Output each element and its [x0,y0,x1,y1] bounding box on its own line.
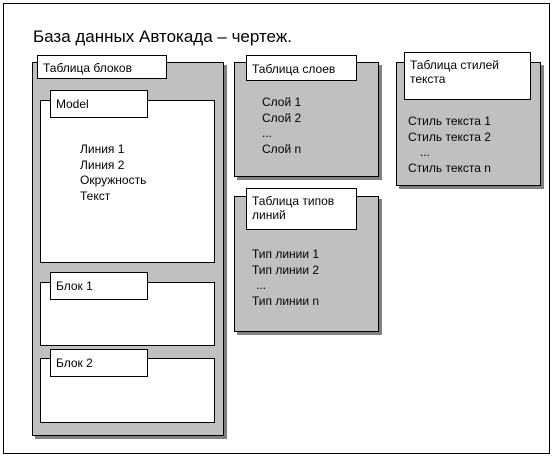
layer-item: ... [262,126,273,140]
block1-block-label: Блок 1 [50,272,148,300]
block-table-label: Таблица блоков [37,55,167,79]
textstyle-item: Стиль текста 1 [408,114,491,128]
linetype-item: ... [256,278,267,292]
block2-block-label: Блок 2 [50,349,148,377]
model-item: Текст [80,188,111,203]
textstyle-item: Стиль текста n [408,160,491,175]
layer-item-list: Слой 1 Слой 2 ... Слой n [262,95,301,157]
model-block-label: Model [50,90,148,118]
layer-item: Слой 2 [262,110,302,125]
layer-item: Слой n [262,141,302,156]
textstyle-item-list: Стиль текста 1 Стиль текста 2 ... Стиль … [408,114,491,176]
model-item: Окружность [80,173,147,187]
linetype-item: Тип линии 2 [252,262,320,277]
linetype-table-label-line1: Таблица типов [252,194,335,208]
linetype-table-label: Таблица типов линий [246,188,357,230]
textstyle-table-label: Таблица стилей текста [404,52,531,100]
textstyle-item: Стиль текста 2 [408,129,491,144]
model-item: Линия 1 [80,142,125,156]
model-block [40,100,215,263]
layer-table-label: Таблица слоев [246,55,357,81]
linetype-table-label-line2: линий [252,208,286,222]
layer-item: Слой 1 [262,95,302,109]
diagram-title: База данных Автокада – чертеж. [33,27,292,46]
model-item-list: Линия 1 Линия 2 Окружность Текст [80,142,146,204]
textstyle-item: ... [420,145,431,159]
textstyle-table-label-line1: Таблица стилей [410,58,499,72]
linetype-item: Тип линии n [252,293,320,308]
model-item: Линия 2 [80,157,125,172]
linetype-item-list: Тип линии 1 Тип линии 2 ... Тип линии n [252,247,319,309]
linetype-item: Тип линии 1 [252,247,320,261]
textstyle-table-label-line2: текста [410,72,446,86]
